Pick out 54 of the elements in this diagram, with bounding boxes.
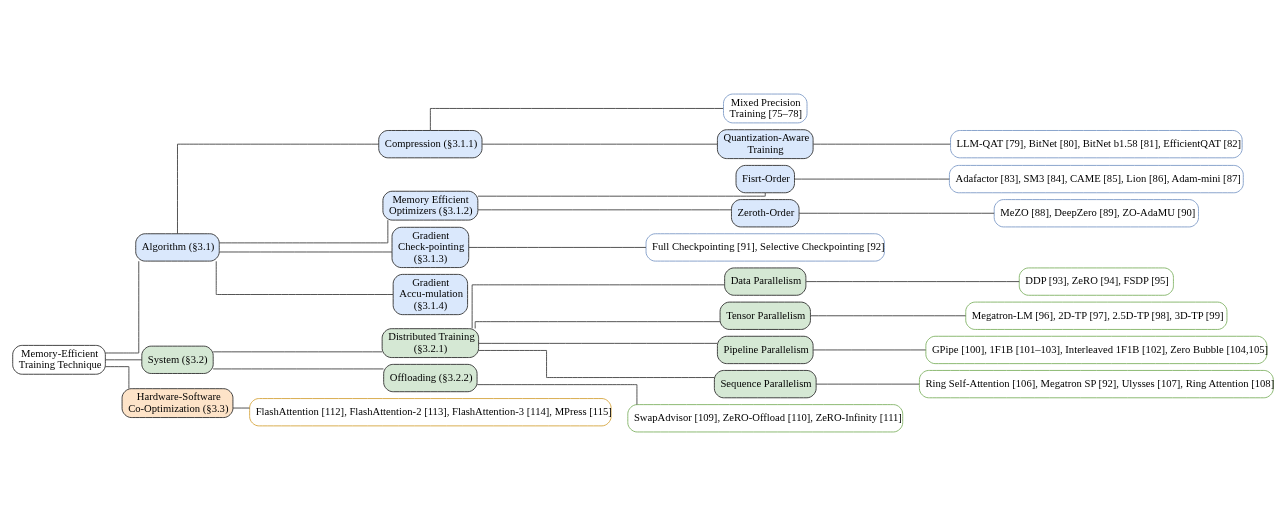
- node-box: Mixed Precision Training [75–78]: [723, 93, 808, 123]
- connector: [232, 407, 250, 408]
- node-box: Distributed Training (§3.2.1): [381, 327, 480, 358]
- connector: [219, 251, 393, 252]
- connector: [478, 349, 715, 378]
- connector: [813, 143, 951, 145]
- node-box: Zeroth-Order: [731, 198, 800, 227]
- connector: [810, 314, 966, 316]
- node-box: Compression (§3.1.1): [378, 129, 483, 158]
- connector: [481, 143, 718, 145]
- node-box: Tensor Parallelism: [719, 301, 811, 330]
- node-box: Sequence Parallelism: [713, 369, 817, 398]
- node-box: Gradient Accu-mulation (§3.1.4): [392, 273, 469, 315]
- node-box: Data Parallelism: [724, 267, 807, 296]
- connector: [212, 350, 383, 352]
- connector: [177, 143, 379, 234]
- connector: [474, 320, 721, 329]
- node-box: Hardware-Software Co-Optimization (§3.3): [121, 387, 234, 418]
- connector: [471, 283, 725, 329]
- node-box: SwapAdvisor [109], ZeRO-Offload [110], ZeRO-Infinity [111]: [627, 403, 904, 432]
- connector: [105, 365, 130, 389]
- node-box: Algorithm (§3.1): [135, 232, 220, 262]
- connector: [429, 107, 724, 131]
- connector: [805, 280, 1020, 282]
- connector: [813, 349, 927, 350]
- node-box: Offloading (§3.2.2): [383, 363, 478, 392]
- node-box: LLM-QAT [79], BitNet [80], BitNet b1.58 [81], EfficientQAT [82]: [950, 129, 1243, 158]
- node-box: Fisrt-Order: [735, 164, 795, 193]
- node-box: Quantization-Aware Training: [716, 128, 814, 159]
- node-box: System (§3.2): [141, 345, 214, 374]
- node-box: Pipeline Parallelism: [716, 335, 814, 364]
- connector: [218, 219, 389, 243]
- connector: [478, 342, 718, 344]
- connector: [215, 260, 394, 295]
- node-box: Ring Self-Attention [106], Megatron SP [92], Ulysses [107], Ring Attention [108]: [918, 369, 1274, 398]
- connector: [815, 383, 920, 385]
- node-box: Memory-Efficient Training Technique: [12, 344, 106, 375]
- connector: [476, 383, 638, 405]
- connector: [105, 260, 140, 353]
- node-box: GPipe [100], 1F1B [101–103], Interleaved 1F1B [102], Zero Bubble [104,105]: [925, 335, 1268, 364]
- node-box: Full Checkpointing [91], Selective Checkpointing [92]: [645, 232, 885, 262]
- connector: [212, 368, 384, 369]
- node-box: MeZO [88], DeepZero [89], ZO-AdaMU [90]: [993, 198, 1199, 227]
- node-box: Memory Efficient Optimizers (§3.1.2): [382, 190, 479, 221]
- node-box: Gradient Check-pointing (§3.1.3): [391, 226, 470, 268]
- node-box: DDP [93], ZeRO [94], FSDP [95]: [1018, 267, 1174, 296]
- connector: [105, 358, 143, 360]
- node-box: Adafactor [83], SM3 [84], CAME [85], Lion [86], Adam-mini [87]: [948, 164, 1244, 193]
- connector: [794, 178, 950, 179]
- connector: [468, 246, 647, 248]
- connector: [798, 212, 995, 214]
- connector: [477, 208, 732, 210]
- node-box: FlashAttention [112], FlashAttention-2 [113], FlashAttention-3 [114], MPress [115]: [249, 397, 612, 426]
- node-box: Megatron-LM [96], 2D-TP [97], 2.5D-TP [98], 3D-TP [99]: [965, 301, 1228, 330]
